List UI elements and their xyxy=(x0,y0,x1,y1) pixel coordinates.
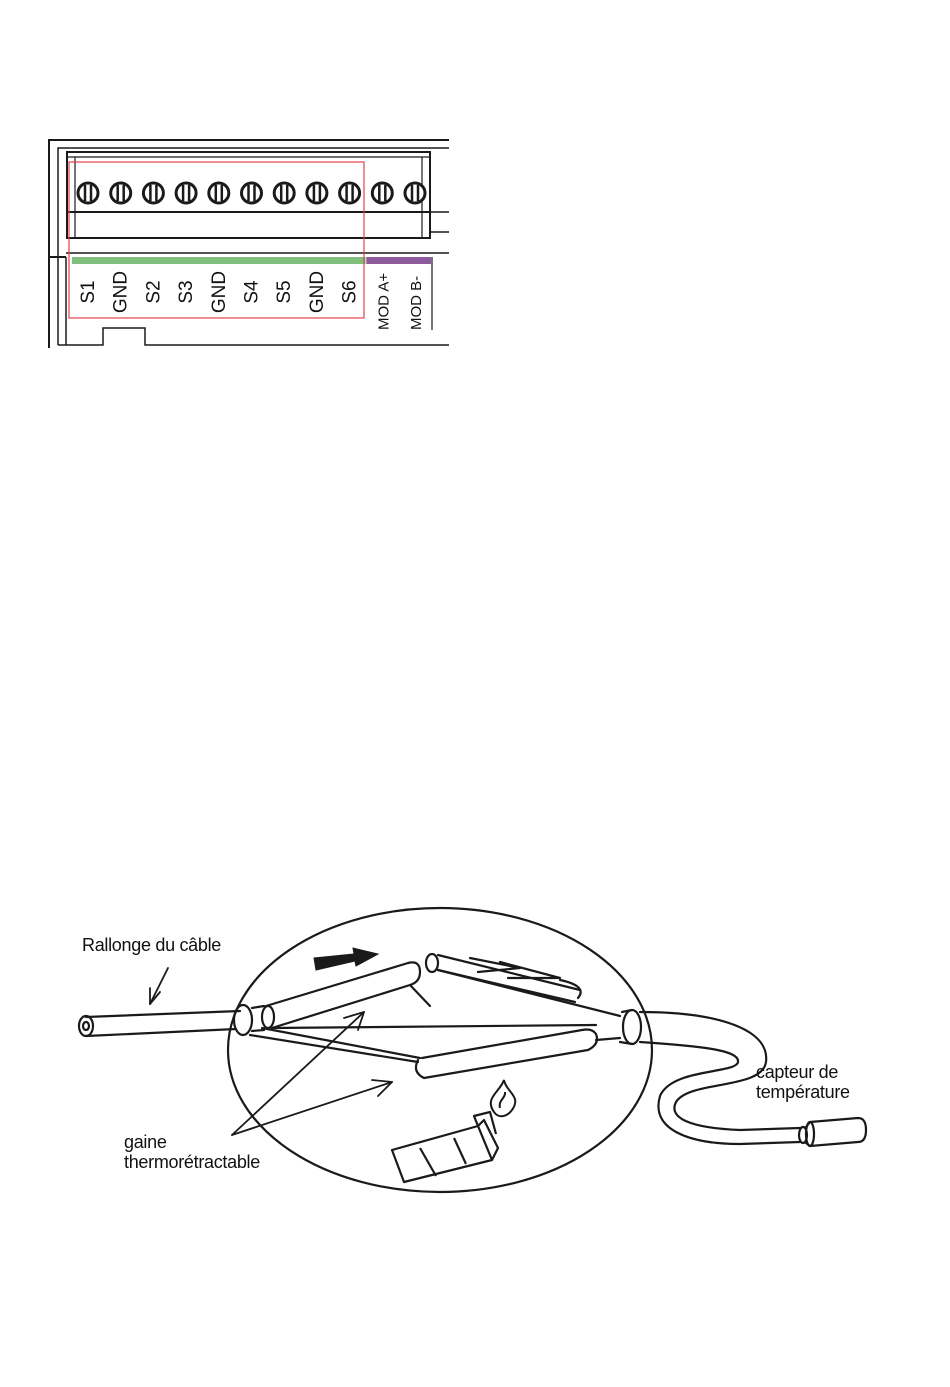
extension-cable xyxy=(79,1011,240,1036)
arrow-icon xyxy=(314,948,378,970)
sensor-label-line1: capteur de xyxy=(756,1062,850,1082)
lower-heat-shrink-sleeve xyxy=(250,1028,620,1078)
twisted-wire-joint xyxy=(426,954,620,1016)
sensor-label-line2: température xyxy=(756,1082,850,1102)
heat-shrink-label-line2: thermorétractable xyxy=(124,1152,260,1172)
heat-shrink-label-line1: gaine xyxy=(124,1132,260,1152)
cable-extension-label: Rallonge du câble xyxy=(82,935,221,955)
temperature-sensor-label: capteur de température xyxy=(756,1062,850,1102)
temperature-sensor-probe xyxy=(799,1118,866,1146)
heat-shrink-label: gaine thermorétractable xyxy=(124,1132,260,1172)
flame-icon xyxy=(491,1080,515,1116)
lighter-icon xyxy=(392,1112,498,1182)
cable-junction-right xyxy=(620,1010,641,1044)
cable-junction-left xyxy=(234,1005,264,1035)
